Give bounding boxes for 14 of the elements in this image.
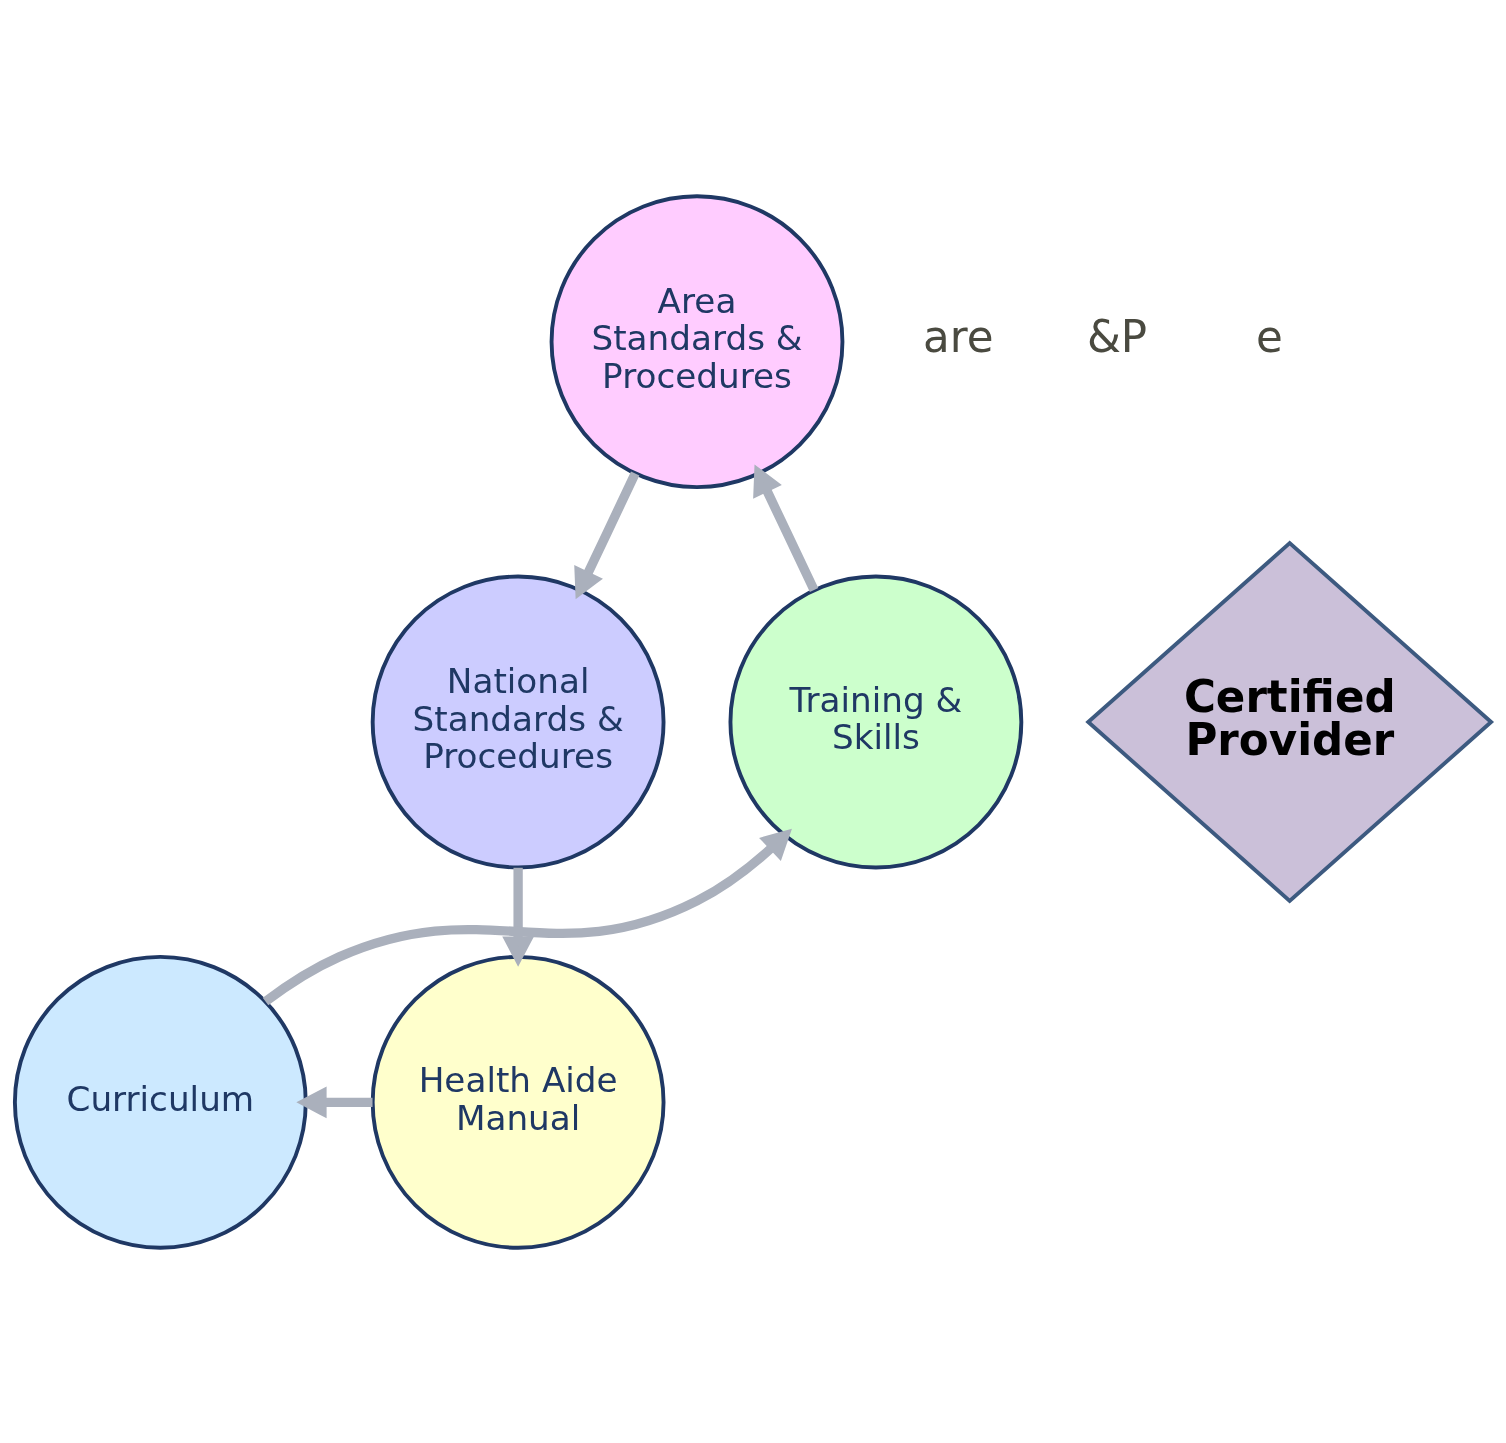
node-diamond: Certified Provider	[1085, 540, 1495, 903]
node-circle: Health Aide Manual	[370, 954, 666, 1250]
arrow	[296, 1085, 373, 1118]
node-circle: National Standards & Procedures	[370, 574, 666, 869]
label: e	[1256, 311, 1283, 362]
arrow	[753, 464, 819, 592]
arrow	[574, 471, 640, 599]
node-circle: Curriculum	[12, 954, 308, 1250]
node-circle: Area Standards & Procedures	[549, 193, 845, 489]
arrow	[502, 867, 534, 967]
label: are	[923, 311, 994, 362]
arrow	[262, 828, 792, 1005]
node-circle: Training & Skills	[728, 574, 1024, 869]
label: &P	[1086, 311, 1148, 362]
